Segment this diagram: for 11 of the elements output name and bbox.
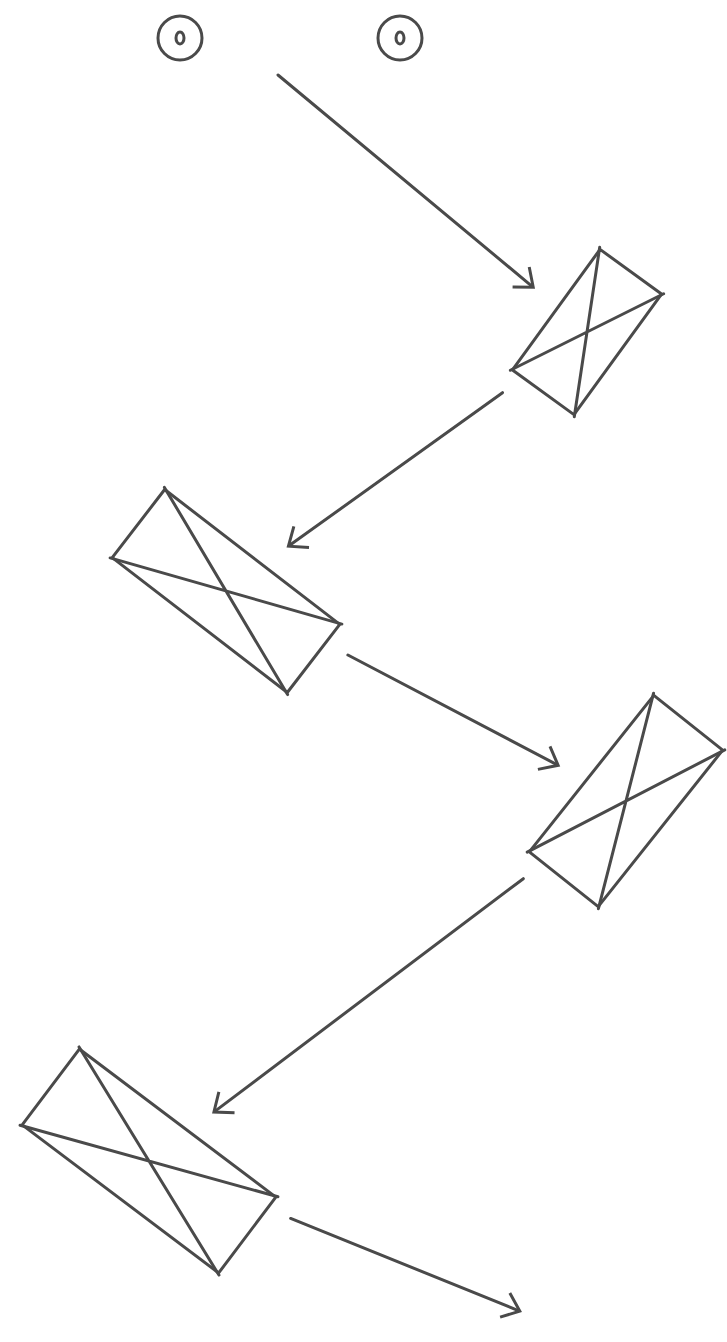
- crossed-box: [108, 485, 344, 697]
- arrow: [346, 653, 561, 771]
- target-circle: [156, 14, 204, 62]
- crossed-box: [18, 1045, 280, 1277]
- target-circle: [376, 14, 424, 62]
- arrow: [286, 391, 504, 549]
- arrow: [212, 877, 525, 1115]
- arrow: [289, 1216, 522, 1319]
- crossed-box: [525, 691, 727, 911]
- crossed-box: [508, 245, 666, 419]
- arrow: [276, 73, 536, 289]
